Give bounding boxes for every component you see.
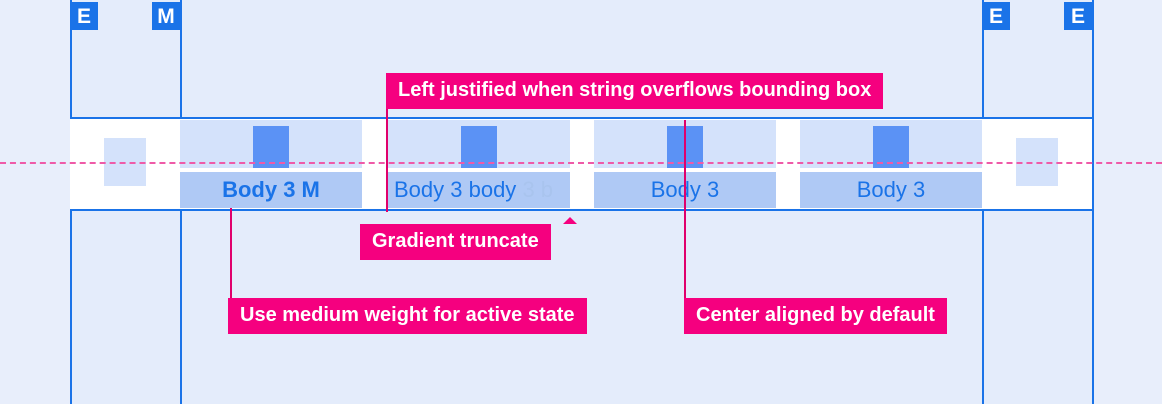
vertical-center-baseline <box>0 162 1162 164</box>
tab-4-icon <box>873 126 909 168</box>
tab-2-icon <box>461 126 497 168</box>
spacing-marker-m-left: M <box>152 2 180 30</box>
tab-item-4[interactable]: Body 3 <box>800 120 982 208</box>
tab-item-2[interactable]: Body 3 body 3 b <box>388 120 570 208</box>
annotation-left-justified: Left justified when string overflows bou… <box>386 73 884 109</box>
tab-2-label-band: Body 3 body 3 b <box>388 172 570 208</box>
tab-1-icon <box>253 126 289 168</box>
tab-2-label-visible: Body 3 body <box>394 177 523 202</box>
annotation-medium-weight: Use medium weight for active state <box>228 298 587 334</box>
tab-2-label: Body 3 body 3 b <box>394 172 553 208</box>
annotation-center-aligned: Center aligned by default <box>684 298 947 334</box>
spacing-marker-e-left: E <box>70 2 98 30</box>
tab-item-1[interactable]: Body 3 M <box>180 120 362 208</box>
tab-2-label-faded: 3 b <box>522 177 554 202</box>
spacing-marker-e-right-outer: E <box>1064 2 1092 30</box>
leader-center-aligned <box>684 120 686 300</box>
tab-1-icon-area <box>180 120 362 168</box>
leader-left-justified <box>386 107 388 212</box>
tab-4-label-band: Body 3 <box>800 172 982 208</box>
leader-medium-weight <box>230 208 232 300</box>
tab-2-icon-area <box>388 120 570 168</box>
tab-1-label: Body 3 M <box>222 177 320 202</box>
spacing-marker-e-right-inner: E <box>982 2 1010 30</box>
notch-gradient-truncate <box>563 217 577 224</box>
tab-4-icon-area <box>800 120 982 168</box>
tab-4-label: Body 3 <box>856 177 926 202</box>
vertical-guide-4 <box>1092 0 1094 404</box>
tab-1-label-band: Body 3 M <box>180 172 362 208</box>
annotation-gradient-truncate: Gradient truncate <box>360 224 551 260</box>
